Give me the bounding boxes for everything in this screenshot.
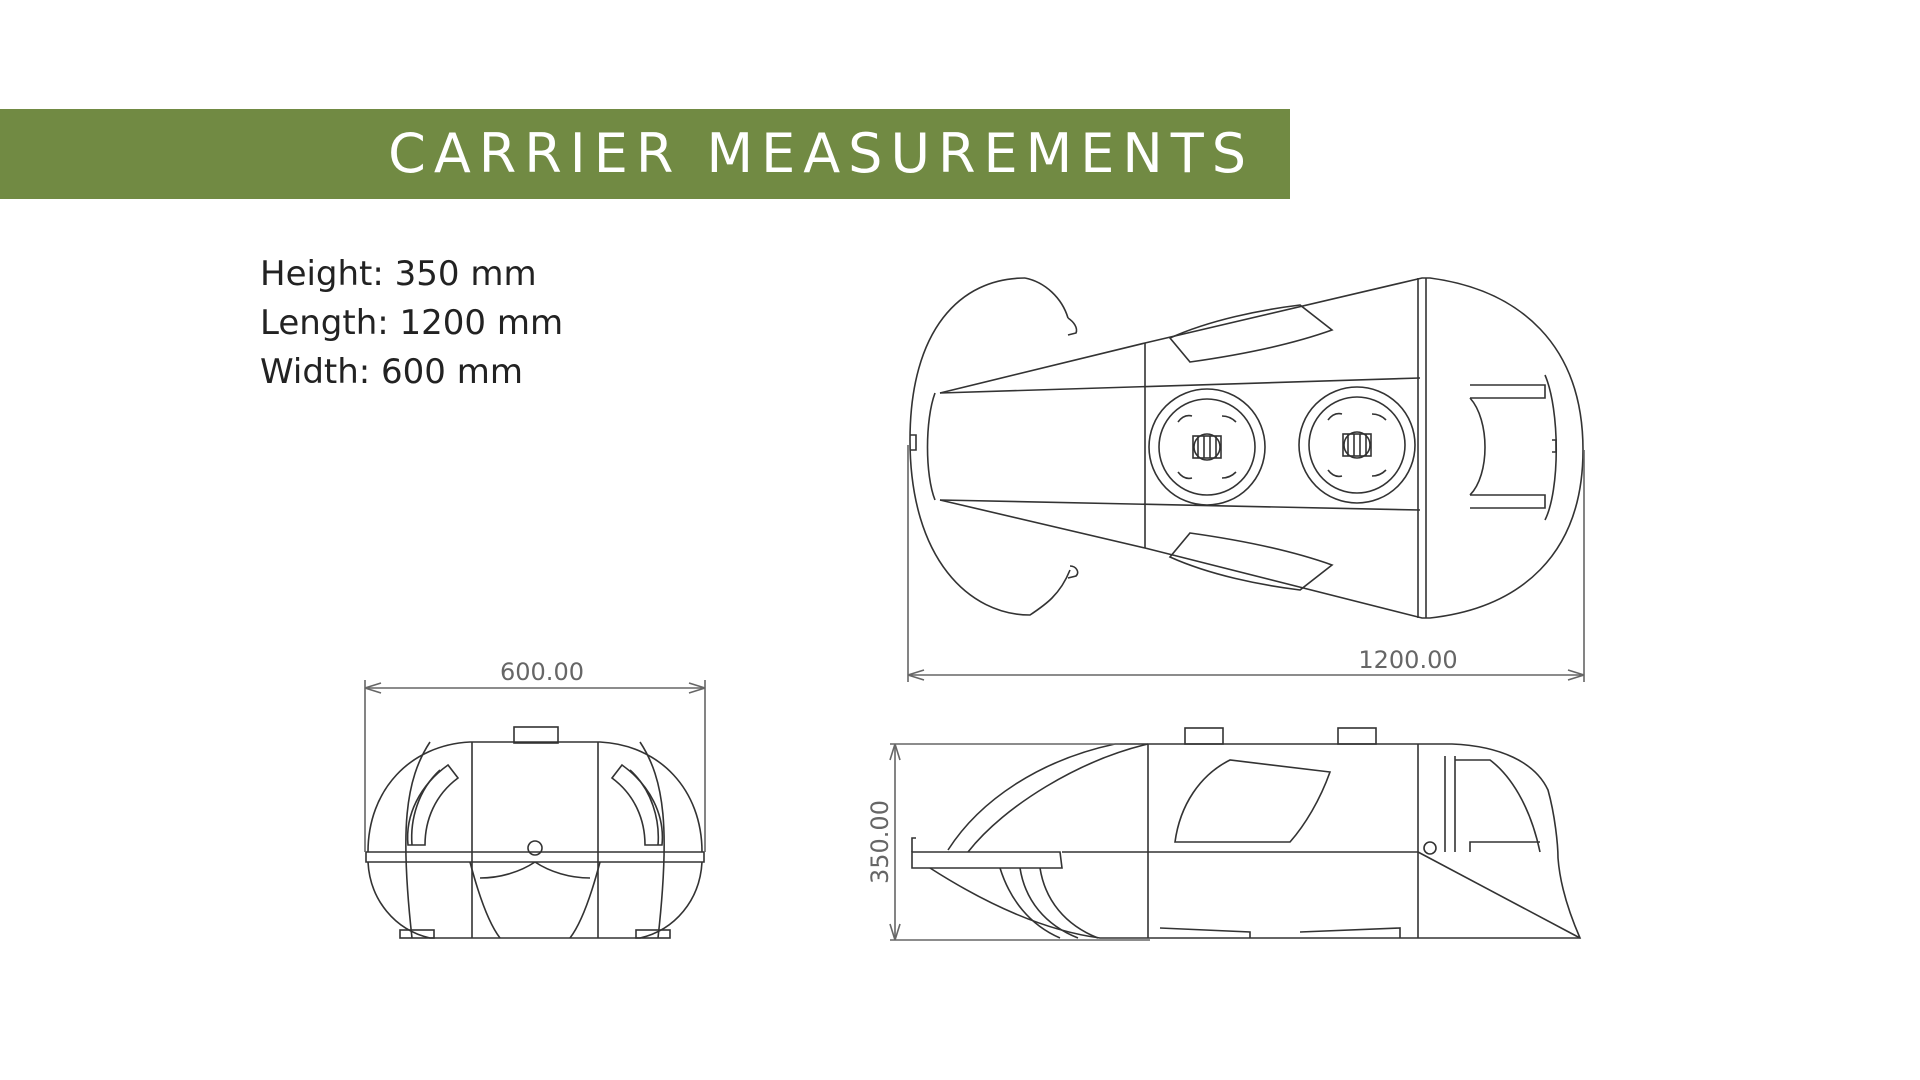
height-dimension: 350.00 [866, 743, 1150, 941]
spec-length: Length: 1200 mm [260, 303, 564, 343]
length-dimension: 1200.00 [907, 445, 1585, 682]
top-view-body [939, 277, 1584, 619]
side-view-drawing [911, 727, 1582, 939]
length-dimension-label: 1200.00 [1358, 646, 1457, 674]
height-dimension-label: 350.00 [866, 800, 894, 884]
side-view-hull [1115, 743, 1559, 859]
title-banner: CARRIER MEASUREMENTS [0, 109, 1290, 199]
top-view-window-upper [1168, 304, 1334, 363]
spec-height: Height: 350 mm [260, 254, 537, 294]
thruster-right [1298, 386, 1416, 504]
side-view-window [1174, 759, 1332, 843]
top-view-nose-lobe [909, 277, 1071, 616]
front-view-drawing [365, 726, 705, 939]
spec-width: Width: 600 mm [260, 352, 523, 392]
measurement-specs: Height: 350 mm Length: 1200 mm Width: 60… [260, 250, 563, 397]
top-view-window-lower [1168, 532, 1334, 591]
width-dimension-label: 600.00 [500, 658, 584, 686]
front-view-shell [367, 741, 703, 853]
width-dimension: 600.00 [364, 658, 706, 852]
thruster-left [1148, 388, 1266, 506]
page-title: CARRIER MEASUREMENTS [388, 122, 1254, 185]
top-view-drawing [909, 277, 1584, 619]
